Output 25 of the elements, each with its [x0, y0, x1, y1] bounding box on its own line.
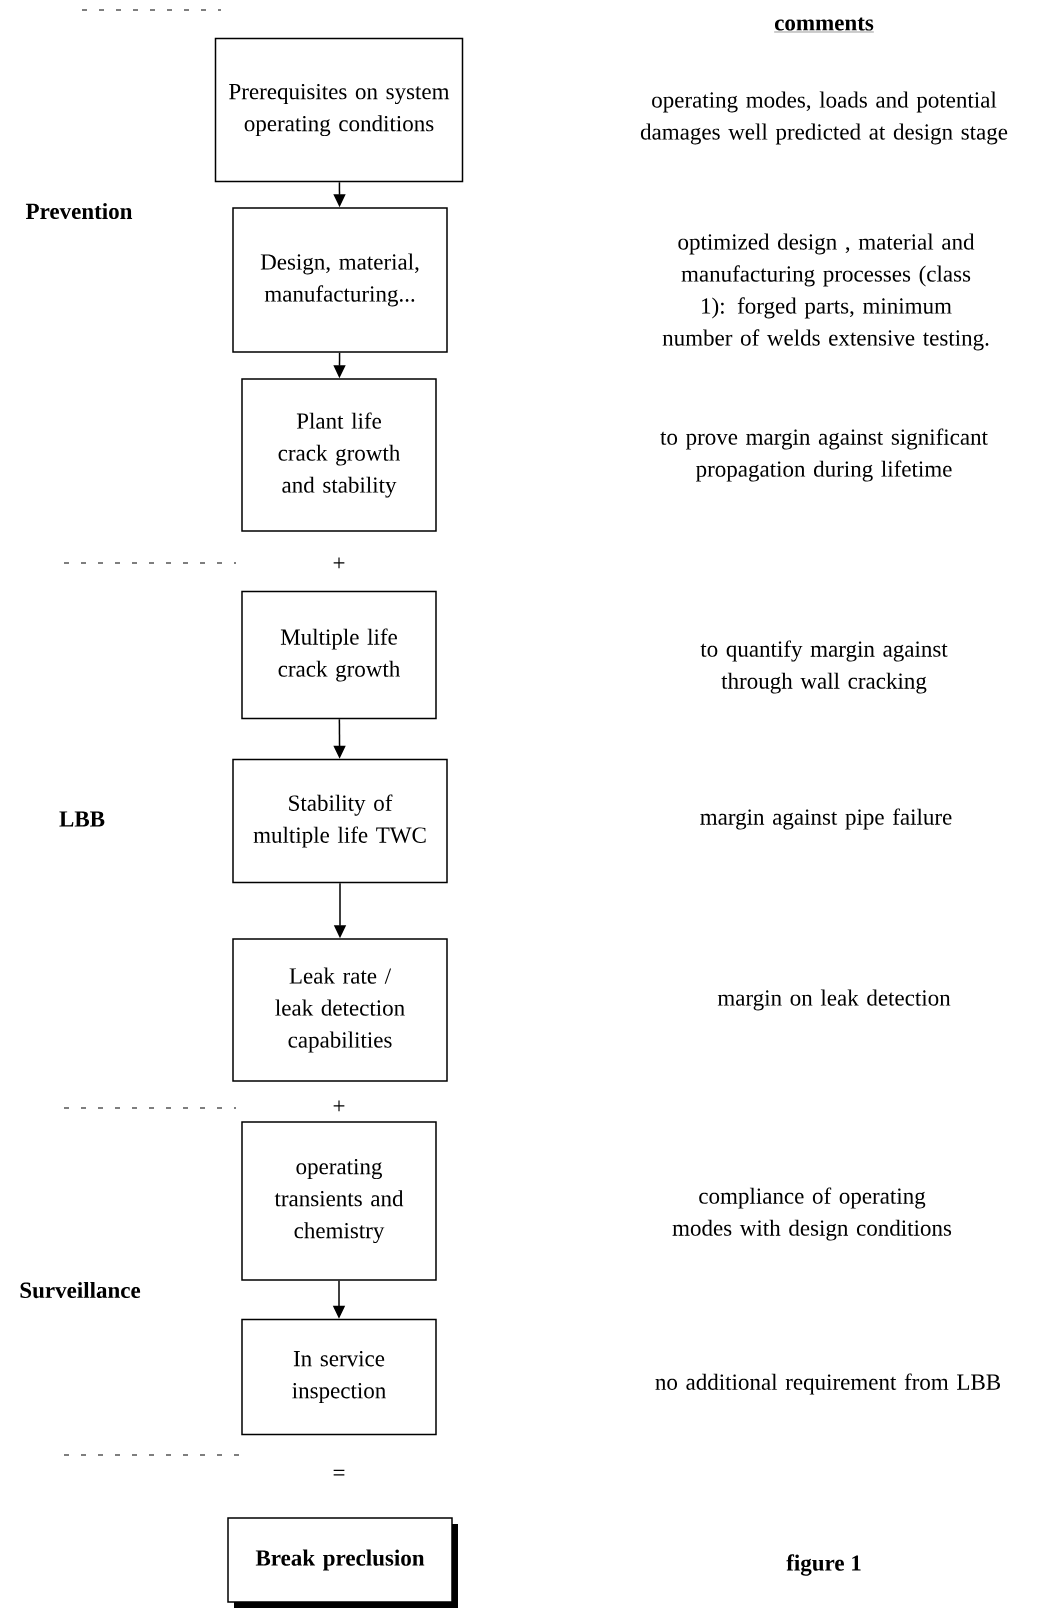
comment-text: to quantify margin against through wall cracking	[700, 640, 948, 694]
process-box: Design, material, manufacturing...	[232, 207, 448, 353]
process-box: Leak rate / leak detection capabilities	[232, 938, 448, 1082]
section-label: Surveillance	[20, 1281, 141, 1299]
operator-sign: +	[333, 557, 345, 569]
process-box: Prerequisites on system operating conditions	[214, 37, 464, 183]
operator-sign: +	[333, 1100, 345, 1112]
comment-text: margin on leak detection	[717, 989, 951, 1011]
comment-text: to prove margin against significant propagation during lifetime	[660, 428, 988, 482]
process-box: Stability of multiple life TWC	[232, 758, 448, 884]
process-box: In service inspection	[241, 1318, 437, 1436]
operator-sign: =	[333, 1469, 345, 1476]
comment-text: no additional requirement from LBB	[655, 1373, 1001, 1395]
section-label: Prevention	[25, 202, 133, 220]
process-box: operating transients and chemistry	[241, 1121, 437, 1281]
comment-text: optimized design , material and manufacturing processes (class 1): forged parts, minimum number of welds extensive testing.	[662, 233, 989, 351]
section-label: LBB	[59, 811, 105, 827]
result-box: Break preclusion	[227, 1517, 458, 1608]
process-box: Multiple life crack growth	[241, 590, 437, 720]
section-label: figure 1	[786, 1554, 861, 1576]
comment-text: margin against pipe failure	[700, 808, 952, 830]
process-box: Plant life crack growth and stability	[241, 378, 437, 532]
column-heading: comments	[773, 17, 875, 33]
comment-text: operating modes, loads and potential damages well predicted at design stage	[640, 91, 1008, 145]
comment-text: compliance of operating modes with design conditions	[672, 1187, 952, 1241]
